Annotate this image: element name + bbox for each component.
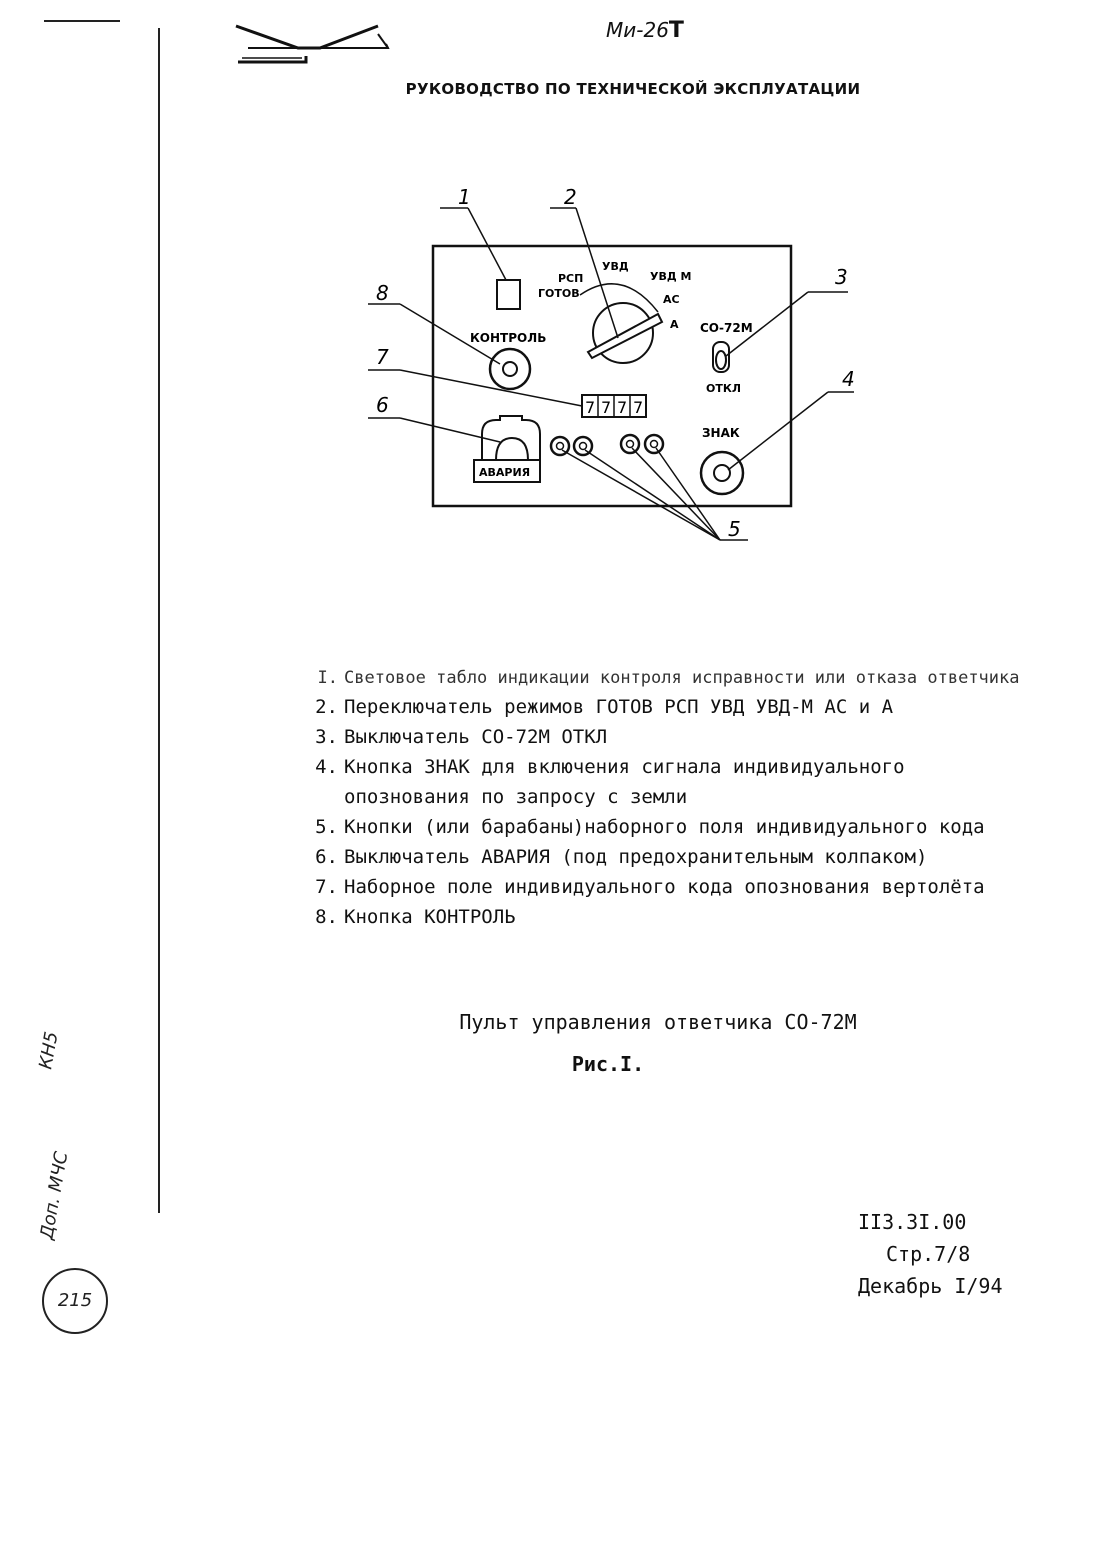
kontrol-button [488, 347, 532, 391]
code-digit-2: 7 [601, 398, 611, 417]
legend-text: Переключатель режимов ГОТОВ РСП УВД УВД-… [344, 696, 894, 718]
mode-switch-knob [592, 302, 654, 364]
legend-item: 2. Переключатель режимов ГОТОВ РСП УВД У… [298, 692, 1088, 722]
legend-number: 4. [315, 756, 338, 778]
legend-text: опознования по запросу с земли [344, 786, 688, 808]
code-digit-3: 7 [617, 398, 627, 417]
document-title: РУКОВОДСТВО ПО ТЕХНИЧЕСКОЙ ЭКСПЛУАТАЦИИ [405, 80, 861, 98]
legend: I. Световое табло индикации контроля исп… [298, 664, 1088, 932]
legend-text: Световое табло индикации контроля исправ… [344, 668, 1020, 688]
code-digit-4: 7 [633, 398, 643, 417]
kontrol-label: КОНТРОЛЬ [470, 331, 546, 345]
legend-number [298, 782, 344, 812]
code-button-4 [643, 433, 665, 455]
callout-1: 1 [458, 185, 471, 209]
callout-6: 6 [376, 393, 389, 417]
avariya-cover [481, 415, 541, 460]
legend-number: 2. [315, 696, 338, 718]
margin-line [158, 28, 160, 1213]
indicator-lamp [496, 279, 521, 310]
znak-button [699, 450, 745, 496]
mode-rsp: РСП [558, 272, 583, 285]
page-stamp: 215 [42, 1268, 108, 1334]
mode-uvdm: УВД М [650, 270, 691, 283]
mode-gotov: ГОТОВ [538, 287, 580, 300]
legend-item: 6. Выключатель АВАРИЯ (под предохранител… [298, 842, 1088, 872]
legend-number: 8. [315, 906, 338, 928]
callout-3: 3 [835, 265, 848, 289]
legend-number: 6. [315, 846, 338, 868]
legend-number: 3. [315, 726, 338, 748]
callout-8: 8 [376, 281, 389, 305]
callout-7: 7 [376, 345, 389, 369]
legend-item: 8. Кнопка КОНТРОЛЬ [298, 902, 1088, 932]
legend-text: Кнопка ЗНАК для включения сигнала индиви… [344, 756, 905, 778]
legend-item: 3. Выключатель СО-72М ОТКЛ [298, 722, 1088, 752]
page-footer: II3.3I.00 Стр.7/8 Декабрь I/94 [858, 1206, 1003, 1302]
code-button-3 [619, 433, 641, 455]
legend-text: Кнопки (или барабаны)наборного поля инди… [344, 816, 985, 838]
legend-text: Выключатель АВАРИЯ (под предохранительны… [344, 846, 928, 868]
so72m-toggle [712, 341, 730, 373]
legend-text: Выключатель СО-72М ОТКЛ [344, 726, 608, 748]
avariya-label: АВАРИЯ [479, 466, 530, 479]
legend-item: 7. Наборное поле индивидуального кода оп… [298, 872, 1088, 902]
mode-uvd: УВД [602, 260, 629, 273]
otkl-label: ОТКЛ [706, 382, 741, 395]
helicopter-logo-icon [235, 24, 390, 64]
callout-4: 4 [842, 367, 855, 391]
control-panel-diagram: 1 2 РСП УВД УВД М ГОТОВ АС А КОНТРОЛЬ 8 … [368, 185, 855, 541]
mode-a: А [670, 318, 679, 331]
legend-item: 5. Кнопки (или барабаны)наборного поля и… [298, 812, 1088, 842]
legend-number: 7. [315, 876, 338, 898]
legend-number: 5. [315, 816, 338, 838]
mode-as: АС [663, 293, 680, 306]
avariya-switch [473, 459, 541, 483]
callout-2: 2 [564, 185, 577, 209]
callout-5: 5 [728, 517, 741, 541]
code-button-1 [549, 435, 571, 457]
legend-item: I. Световое табло индикации контроля исп… [298, 664, 1088, 692]
header-rule [44, 20, 120, 22]
legend-text: Наборное поле индивидуального кода опозн… [344, 876, 985, 898]
legend-item: 4. Кнопка ЗНАК для включения сигнала инд… [298, 752, 1088, 782]
figure-label: Рис.I. [571, 1052, 645, 1076]
legend-item: опознования по запросу с земли [298, 782, 1088, 812]
legend-text: Кнопка КОНТРОЛЬ [344, 906, 516, 928]
page-number: Стр.7/8 [886, 1242, 971, 1266]
code-button-2 [572, 435, 594, 457]
znak-label: ЗНАК [702, 426, 740, 440]
code-digit-1: 7 [585, 398, 595, 417]
doc-code: II3.3I.00 [858, 1210, 967, 1234]
handwritten-mark: Доп. МЧС [36, 1149, 73, 1242]
legend-number: I. [317, 668, 338, 688]
revision-date: Декабрь I/94 [858, 1274, 1003, 1298]
model-label: Ми-26Т [606, 18, 684, 43]
figure-caption: Пульт управления ответчика СО-72М [459, 1010, 857, 1034]
so72m-label: СО-72М [700, 321, 753, 335]
